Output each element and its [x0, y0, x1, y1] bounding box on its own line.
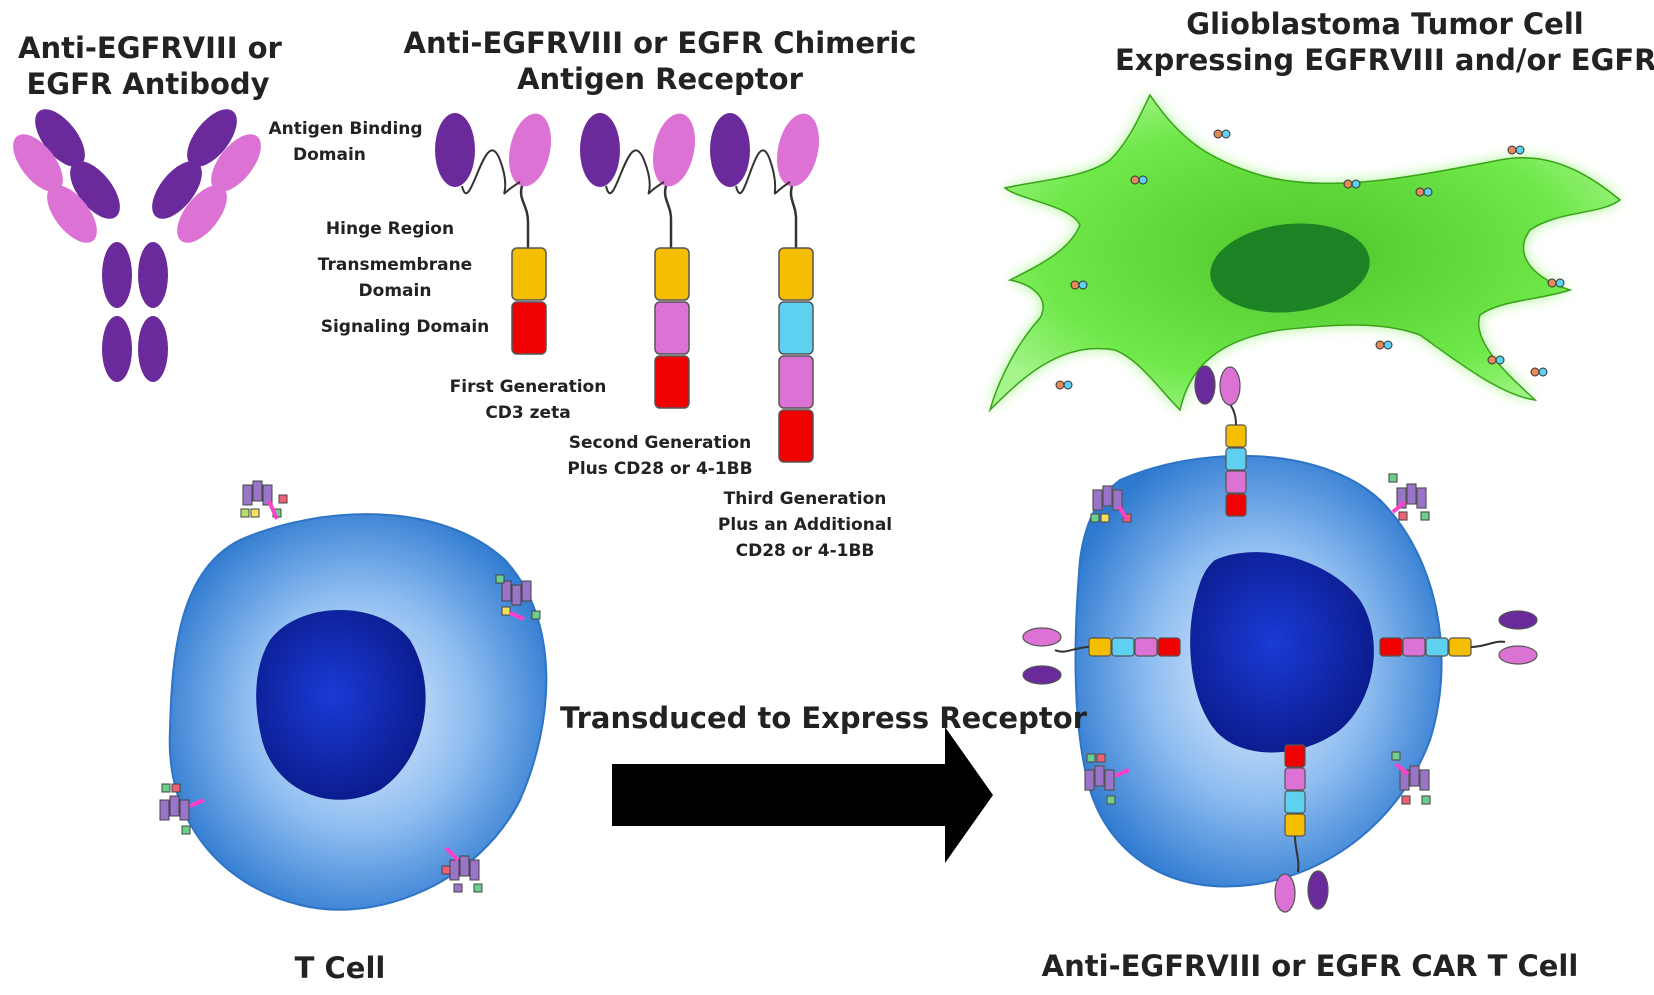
label-antigen-binding: Antigen Binding Domain [253, 116, 438, 168]
label-hinge-region: Hinge Region [325, 219, 455, 239]
car-title-line-1: Anti-EGFRVIII or EGFR Chimeric [403, 26, 917, 60]
antibody-title-line-2: EGFR Antibody [26, 67, 270, 101]
car-third-generation [710, 113, 820, 463]
label-third-generation-line-1: Third Generation [723, 489, 887, 509]
antibody-title: Anti-EGFRVIII or EGFR Antibody [18, 30, 282, 102]
label-first-generation: First Generation CD3 zeta [428, 374, 628, 426]
label-third-generation-line-3: CD28 or 4-1BB [735, 541, 875, 561]
car-second-generation [580, 113, 696, 409]
label-transmembrane-line-1: Transmembrane [317, 255, 473, 275]
label-transmembrane: Transmembrane Domain [305, 252, 485, 304]
label-antigen-binding-line-2: Domain [293, 145, 366, 165]
tumor-cell [988, 93, 1622, 413]
t-cell-surface-receptors [159, 480, 541, 893]
transduction-arrow [612, 727, 993, 863]
tumor-title-line-2: Expressing EGFRVIII and/or EGFR [1115, 43, 1654, 77]
car-title: Anti-EGFRVIII or EGFR Chimeric Antigen R… [400, 25, 920, 97]
car-t-cell-receptors [1022, 365, 1538, 913]
t-cell-label: T Cell [294, 951, 386, 985]
label-first-generation-line-1: First Generation [449, 377, 607, 397]
car-title-line-2: Antigen Receptor [517, 62, 803, 96]
label-first-generation-line-2: CD3 zeta [485, 403, 571, 423]
label-transmembrane-line-2: Domain [358, 281, 432, 301]
label-antigen-binding-line-1: Antigen Binding [268, 119, 423, 139]
label-second-generation-line-1: Second Generation [568, 433, 752, 453]
car-t-cell-label: Anti-EGFRVIII or EGFR CAR T Cell [1041, 949, 1579, 983]
label-third-generation: Third Generation Plus an Additional CD28… [695, 486, 915, 564]
antibody-title-line-1: Anti-EGFRVIII or [18, 31, 282, 65]
label-signaling-domain: Signaling Domain [320, 317, 490, 337]
label-second-generation: Second Generation Plus CD28 or 4-1BB [550, 430, 770, 482]
car-t-cell [1074, 454, 1443, 888]
t-cell [168, 513, 548, 911]
tumor-title-line-1: Glioblastoma Tumor Cell [1186, 7, 1584, 41]
tumor-title: Glioblastoma Tumor Cell Expressing EGFRV… [1115, 6, 1654, 78]
label-third-generation-line-2: Plus an Additional [717, 515, 893, 535]
antibody-icon [13, 109, 261, 382]
car-first-generation [435, 113, 552, 355]
label-second-generation-line-2: Plus CD28 or 4-1BB [567, 459, 753, 479]
arrow-label: Transduced to Express Receptor [560, 701, 1087, 735]
